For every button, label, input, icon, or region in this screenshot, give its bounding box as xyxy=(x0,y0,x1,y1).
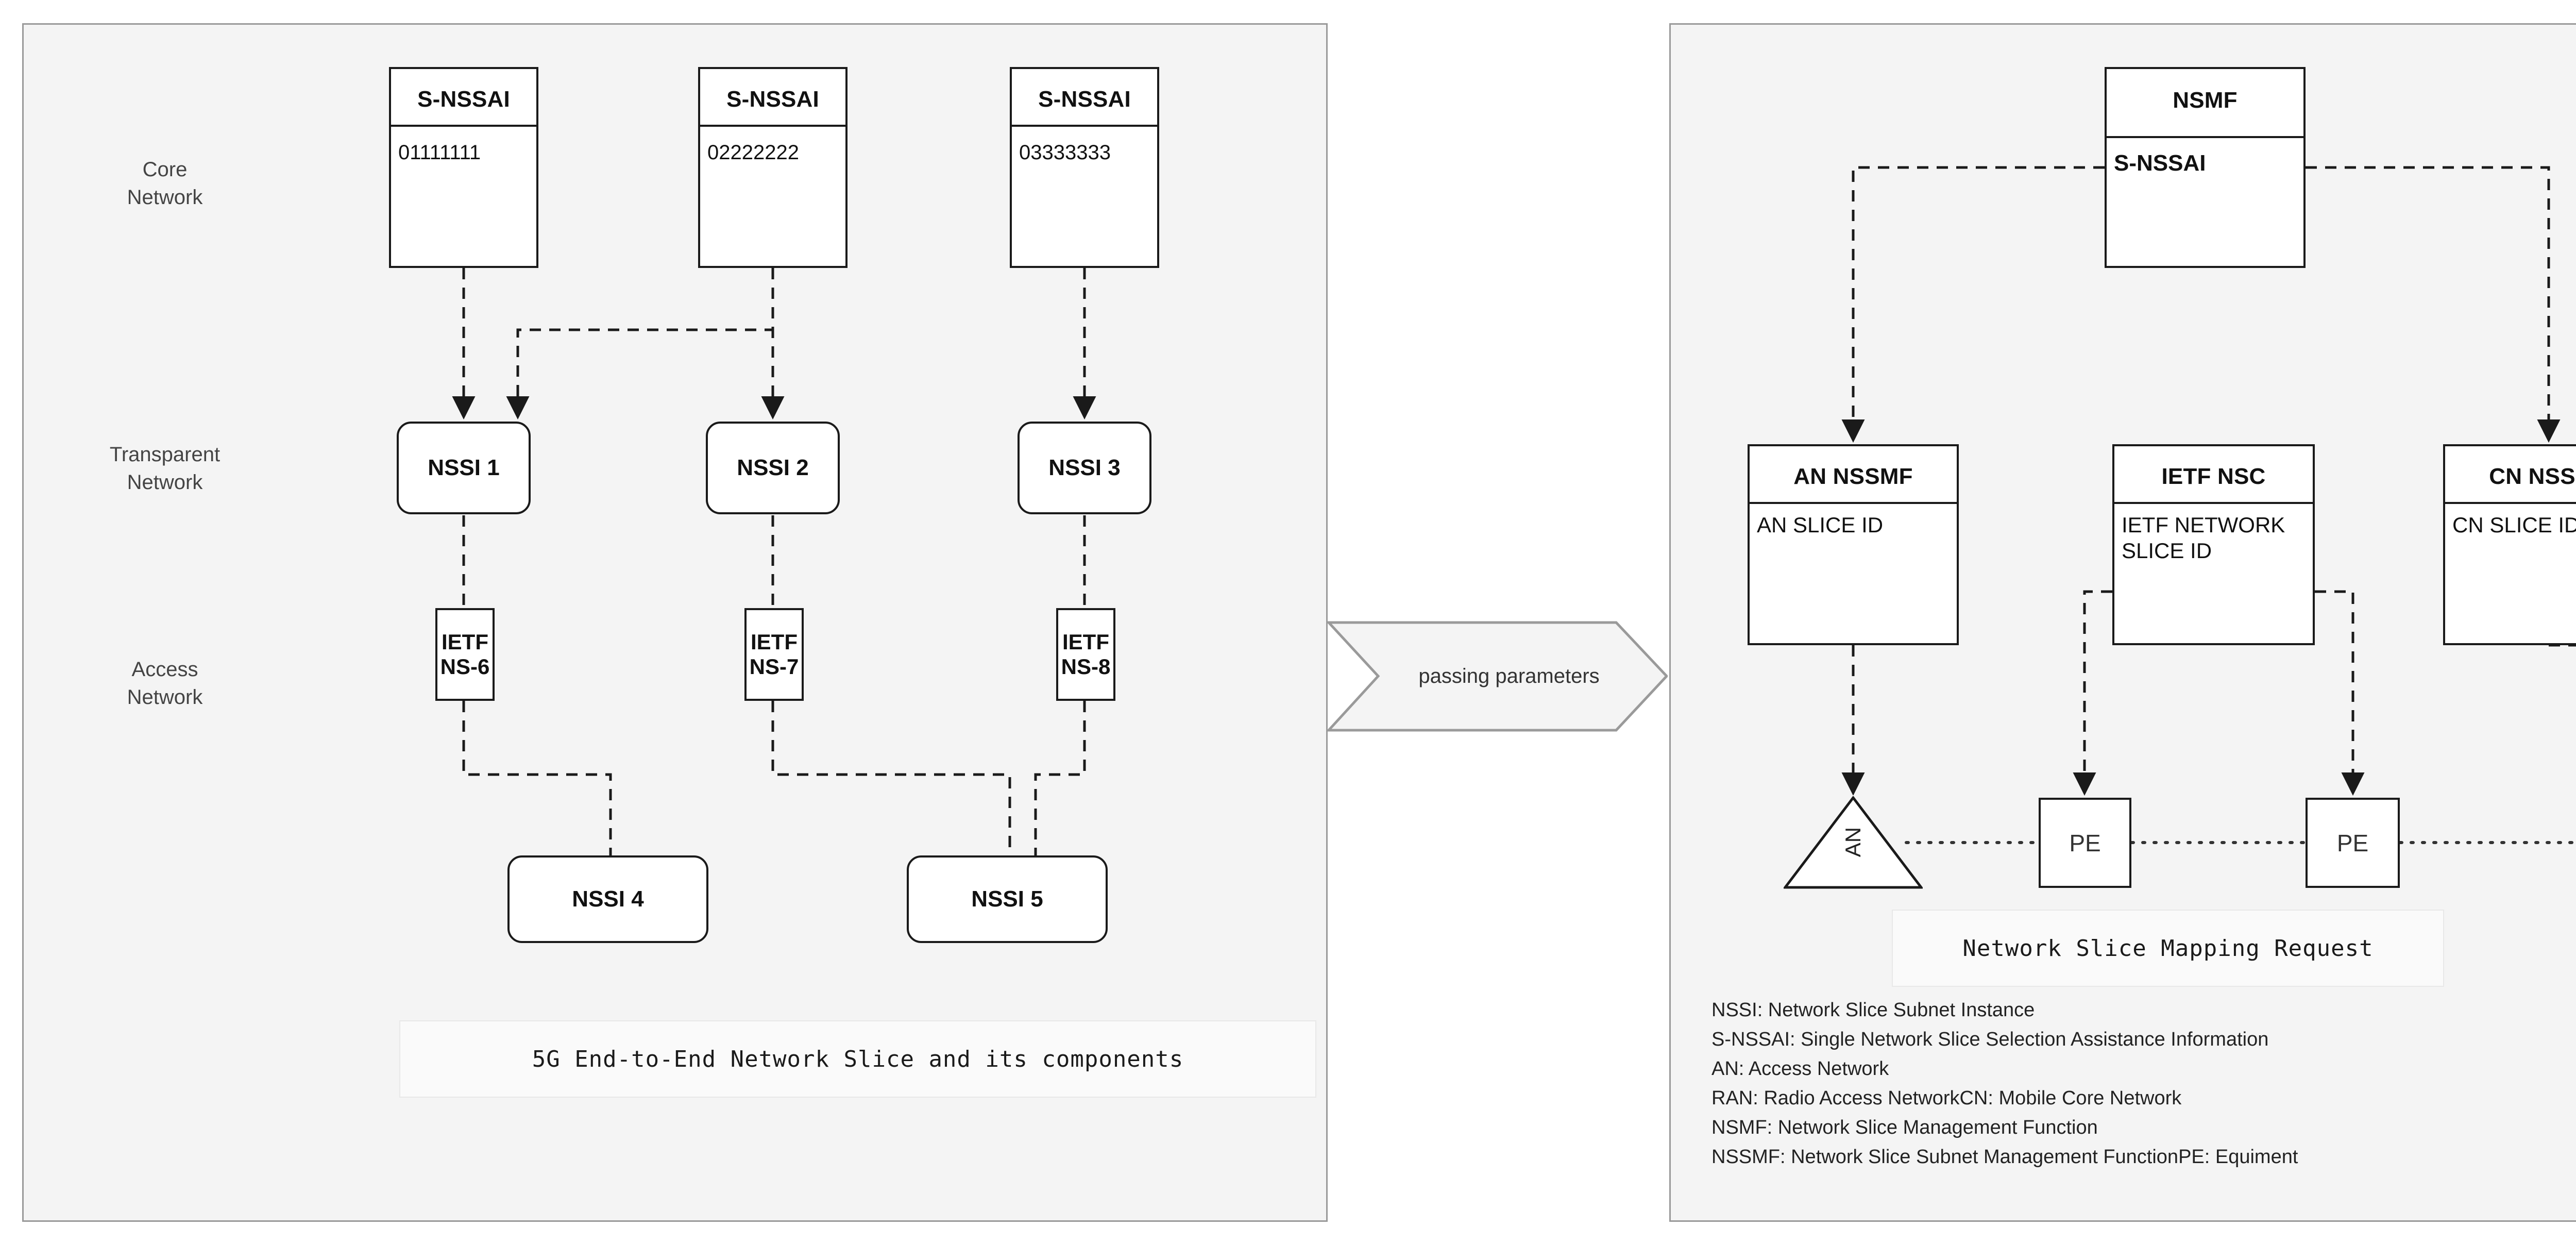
nssi-node-1[interactable]: NSSI 1 xyxy=(397,422,531,514)
nssi-node-4[interactable]: NSSI 4 xyxy=(507,855,708,943)
ietf-nsc-box-value: IETF NETWORK SLICE ID xyxy=(2122,513,2285,563)
left-panel-caption: 5G End-to-End Network Slice and its comp… xyxy=(399,1020,1316,1098)
snssai-box-3[interactable]: S-NSSAI 03333333 xyxy=(1010,67,1159,268)
an-nssmf-box[interactable]: AN NSSMF AN SLICE ID xyxy=(1748,444,1959,645)
snssai-box-1-title: S-NSSAI xyxy=(417,87,510,112)
snssai-box-1-divider xyxy=(391,125,536,127)
an-device-label: AN xyxy=(1841,827,1865,858)
ietf-ns-node-7-line2: NS-7 xyxy=(749,654,799,679)
an-nssmf-box-value: AN SLICE ID xyxy=(1757,513,1884,537)
legend-item-nssmf-pe: NSSMF: Network Slice Subnet Management F… xyxy=(1711,1146,2298,1168)
lane-label-core: Core Network xyxy=(127,158,203,209)
snssai-box-1[interactable]: S-NSSAI 01111111 xyxy=(389,67,538,268)
ietf-ns-node-7-line1: IETF xyxy=(750,629,798,654)
snssai-box-2[interactable]: S-NSSAI 02222222 xyxy=(698,67,848,268)
snssai-box-2-divider xyxy=(700,125,845,127)
nssi-node-5[interactable]: NSSI 5 xyxy=(907,855,1108,943)
ietf-ns-node-6-line1: IETF xyxy=(441,629,488,654)
nssi-node-3[interactable]: NSSI 3 xyxy=(1018,422,1151,514)
snssai-box-2-value: 02222222 xyxy=(707,141,799,164)
snssai-box-3-title: S-NSSAI xyxy=(1038,87,1131,112)
an-nssmf-box-title: AN NSSMF xyxy=(1793,464,1913,489)
nsmf-box[interactable]: NSMF S-NSSAI xyxy=(2105,67,2306,268)
ietf-ns-node-7[interactable]: IETF NS-7 xyxy=(744,608,804,701)
nsmf-box-value: S-NSSAI xyxy=(2114,150,2206,176)
ietf-nsc-box-title: IETF NSC xyxy=(2161,464,2266,489)
passing-parameters-label: passing parameters xyxy=(1418,665,1600,687)
cn-nssmf-box-title: CN NSSMF xyxy=(2489,464,2576,489)
an-nssmf-box-divider xyxy=(1750,502,1957,504)
legend-item-an: AN: Access Network xyxy=(1711,1058,1889,1080)
ietf-ns-node-8[interactable]: IETF NS-8 xyxy=(1056,608,1115,701)
ietf-ns-node-6-line2: NS-6 xyxy=(440,654,490,679)
snssai-box-2-title: S-NSSAI xyxy=(726,87,819,112)
legend-item-nsmf: NSMF: Network Slice Management Function xyxy=(1711,1117,2098,1138)
cn-nssmf-box-value: CN SLICE ID xyxy=(2452,513,2576,537)
legend-list: NSSI: Network Slice Subnet Instance S-NS… xyxy=(1711,996,2298,1172)
nsmf-box-divider xyxy=(2107,136,2303,138)
triangle-icon xyxy=(1784,796,1923,889)
snssai-box-1-value: 01111111 xyxy=(398,141,481,164)
lane-label-transparent: Transparent Network xyxy=(109,443,221,494)
ietf-nsc-box[interactable]: IETF NSC IETF NETWORK SLICE ID xyxy=(2112,444,2315,645)
ietf-ns-node-8-line2: NS-8 xyxy=(1061,654,1111,679)
lane-label-access: Access Network xyxy=(127,658,203,709)
ietf-ns-node-6[interactable]: IETF NS-6 xyxy=(435,608,495,701)
ietf-nsc-box-divider xyxy=(2114,502,2313,504)
pe-device-node-2[interactable]: PE xyxy=(2306,798,2400,888)
legend-item-snssai: S-NSSAI: Single Network Slice Selection … xyxy=(1711,1029,2269,1050)
nssi-node-2[interactable]: NSSI 2 xyxy=(706,422,840,514)
legend-item-nssi: NSSI: Network Slice Subnet Instance xyxy=(1711,999,2035,1021)
an-device-node[interactable]: AN xyxy=(1784,796,1923,889)
snssai-box-3-divider xyxy=(1012,125,1157,127)
snssai-box-3-value: 03333333 xyxy=(1019,141,1111,164)
pe-device-node-1[interactable]: PE xyxy=(2039,798,2131,888)
passing-parameters-arrow: passing parameters xyxy=(1328,621,1668,732)
ietf-ns-node-8-line1: IETF xyxy=(1062,629,1109,654)
nsmf-box-title: NSMF xyxy=(2173,88,2238,113)
cn-nssmf-box[interactable]: CN NSSMF CN SLICE ID xyxy=(2443,444,2576,645)
legend-item-ran-cn: RAN: Radio Access NetworkCN: Mobile Core… xyxy=(1711,1087,2182,1109)
cn-nssmf-box-divider xyxy=(2445,502,2576,504)
arrow-shape-icon xyxy=(1328,621,1668,732)
right-panel-caption: Network Slice Mapping Request xyxy=(1892,910,2444,987)
